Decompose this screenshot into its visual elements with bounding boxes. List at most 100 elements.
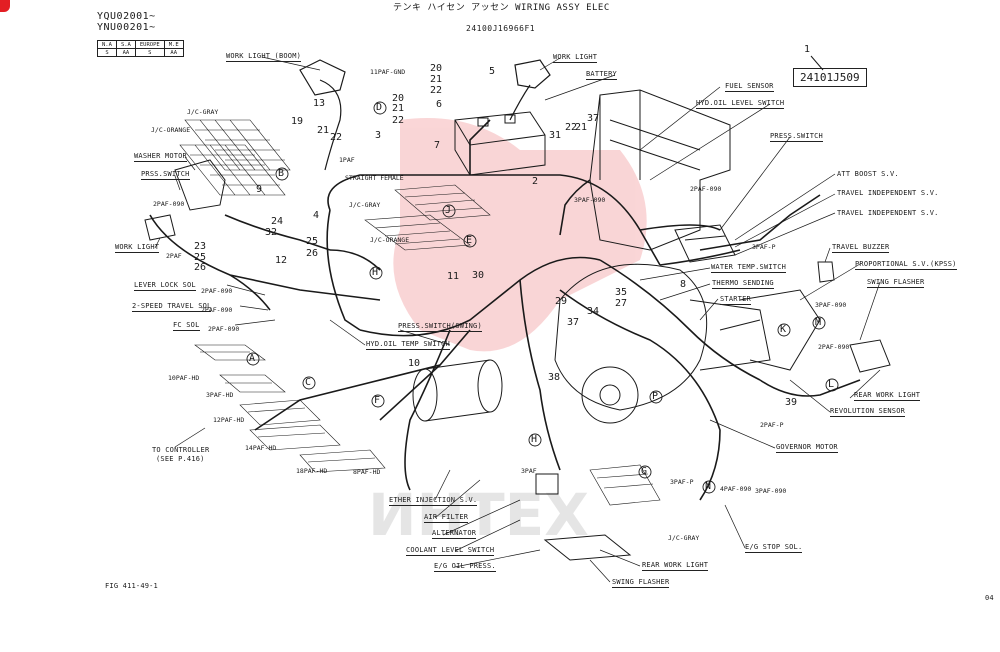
boom-light-harness — [299, 59, 551, 171]
label-alternator: ALTERNATOR — [432, 529, 477, 539]
label-lever-lock: LEVER LOCK SOL — [134, 281, 196, 291]
letter-circles — [246, 101, 839, 494]
callout-letter-h1: H — [372, 267, 379, 278]
left-work-light — [144, 214, 176, 241]
callout-23: 23 — [194, 241, 207, 252]
callout-letter-p: P — [652, 391, 659, 402]
part-leader — [810, 55, 824, 71]
tag-jc-gray: J/C-GRAY — [187, 108, 219, 116]
callout-letter-h2: H — [531, 434, 538, 445]
label-thermo-sending: THERMO SENDING — [712, 279, 774, 289]
tag-3paf-090: 3PAF-090 — [815, 301, 847, 309]
leader-lines — [154, 56, 881, 583]
label-eg-stop-sol: E/G STOP SOL. — [745, 543, 803, 553]
label-travel-independent-1: TRAVEL INDEPENDENT S.V. — [837, 189, 939, 197]
callout-21a: 21 — [430, 74, 443, 85]
callout-22c: 22 — [330, 132, 343, 143]
figure-number: FIG 411-49-1 — [105, 582, 158, 590]
callout-20b: 20 — [392, 93, 405, 104]
callout-19: 19 — [291, 116, 304, 127]
tag-2paf-090-b: 2PAF-090 — [201, 287, 233, 295]
alternator-body — [535, 473, 559, 495]
callout-letter-n: N — [705, 481, 712, 492]
tag-12paf-hd: 12PAF-HD — [213, 416, 245, 424]
label-hyd-oil-temp: HYD.OIL TEMP SWITCH — [366, 340, 450, 350]
tag-jc-orange-2: J/C-ORANGE — [370, 236, 410, 244]
callout-10: 10 — [408, 358, 421, 369]
label-see-page: (SEE P.416) — [156, 455, 205, 463]
callout-letter-e: E — [466, 235, 473, 246]
tag-2paf-090-e: 2PAF-090 — [690, 185, 722, 193]
main-harness — [149, 119, 861, 501]
callout-32: 32 — [265, 227, 278, 238]
callout-6: 6 — [436, 99, 443, 110]
label-press-switch-swing: PRESS.SWITCH(SWING) — [398, 322, 482, 332]
tag-3paf-hd: 3PAF-HD — [206, 391, 234, 399]
spec-cell: AA — [115, 48, 136, 57]
label-proportional: PROPORTIONAL S.V.(KPSS) — [855, 260, 957, 270]
swing-flasher-body — [543, 534, 632, 561]
callout-13: 13 — [313, 98, 326, 109]
callout-38: 38 — [548, 372, 561, 383]
model-code-1: YQU02001~ — [97, 11, 156, 22]
page-title: テンキ ハイセン アッセン WIRING ASSY ELEC — [393, 3, 610, 13]
tag-3paf-090-b: 3PAF-090 — [755, 487, 787, 495]
tag-1paf: 1PAF — [339, 156, 355, 164]
callout-letter-c: C — [305, 377, 312, 388]
tag-jc-gray-2: J/C-GRAY — [349, 201, 381, 209]
tag-2paf-090-f: 2PAF-090 — [818, 343, 850, 351]
callout-27: 27 — [615, 298, 628, 309]
watermark-text: ИНТЕХ — [368, 481, 589, 549]
callout-letter-l: L — [828, 379, 835, 390]
tag-jc-gray-3: J/C-GRAY — [668, 534, 700, 542]
callout-22d: 22 — [565, 122, 578, 133]
model-code-2: YNU00201~ — [97, 22, 156, 33]
callout-11: 11 — [447, 271, 460, 282]
page-reference: 04 — [985, 594, 994, 602]
label-water-temp: WATER TEMP.SWITCH — [711, 263, 787, 273]
spec-cell: AA — [163, 48, 184, 57]
callout-31: 31 — [549, 130, 562, 141]
watermark-logo — [393, 118, 647, 352]
label-ether-injection: ETHER INJECTION S.V. — [389, 496, 478, 506]
callout-5: 5 — [489, 66, 496, 77]
washer-motor — [174, 159, 226, 211]
part-callout-number: 1 — [804, 44, 811, 55]
label-work-light: WORK LIGHT — [553, 53, 598, 63]
callout-4: 4 — [313, 210, 320, 221]
label-fc-sol: FC SOL — [173, 321, 200, 331]
callout-22a: 22 — [430, 85, 443, 96]
tag-2paf-p: 2PAF-P — [760, 421, 784, 429]
drawing-number: 24100J16966F1 — [466, 24, 536, 33]
callout-37a: 37 — [587, 113, 600, 124]
label-to-controller: TO CONTROLLER — [152, 446, 210, 454]
callout-21b: 21 — [392, 103, 405, 114]
tag-2paf: 2PAF — [166, 252, 182, 260]
callout-letter-g: G — [641, 466, 648, 477]
hyd-tank-cylinder — [412, 359, 503, 422]
label-fuel-sensor: FUEL SENSOR — [725, 82, 774, 92]
label-hyd-oil-level: HYD.OIL LEVEL SWITCH — [696, 99, 785, 109]
tag-2paf-090: 2PAF-090 — [153, 200, 185, 208]
label-rear-work-light-2: REAR WORK LIGHT — [642, 561, 709, 571]
tag-jc-orange: J/C-ORANGE — [151, 126, 191, 134]
callout-25a: 25 — [194, 252, 207, 263]
label-swing-flasher-2: SWING FLASHER — [612, 578, 670, 588]
callout-26a: 26 — [194, 262, 207, 273]
callout-letter-k: K — [780, 324, 787, 335]
tag-18paf-hd: 18PAF-HD — [296, 467, 328, 475]
tag-10paf-hd: 10PAF-HD — [168, 374, 200, 382]
callout-34: 34 — [587, 306, 600, 317]
label-rear-work-light: REAR WORK LIGHT — [854, 391, 921, 401]
label-prss-switch: PRSS.SWITCH — [141, 170, 190, 180]
callout-3: 3 — [375, 130, 382, 141]
callout-letter-b: B — [278, 168, 285, 179]
callout-29: 29 — [555, 296, 568, 307]
label-travel-independent-2: TRAVEL INDEPENDENT S.V. — [837, 209, 939, 217]
callout-20a: 20 — [430, 63, 443, 74]
spec-table: N.A S.A EUROPE M.E S AA S AA — [97, 40, 184, 57]
tag-3paf: 3PAF — [521, 467, 537, 475]
tag-2paf-090-c: 2PAF-090 — [201, 306, 233, 314]
label-work-light-boom: WORK LIGHT (BOOM) — [226, 52, 302, 62]
